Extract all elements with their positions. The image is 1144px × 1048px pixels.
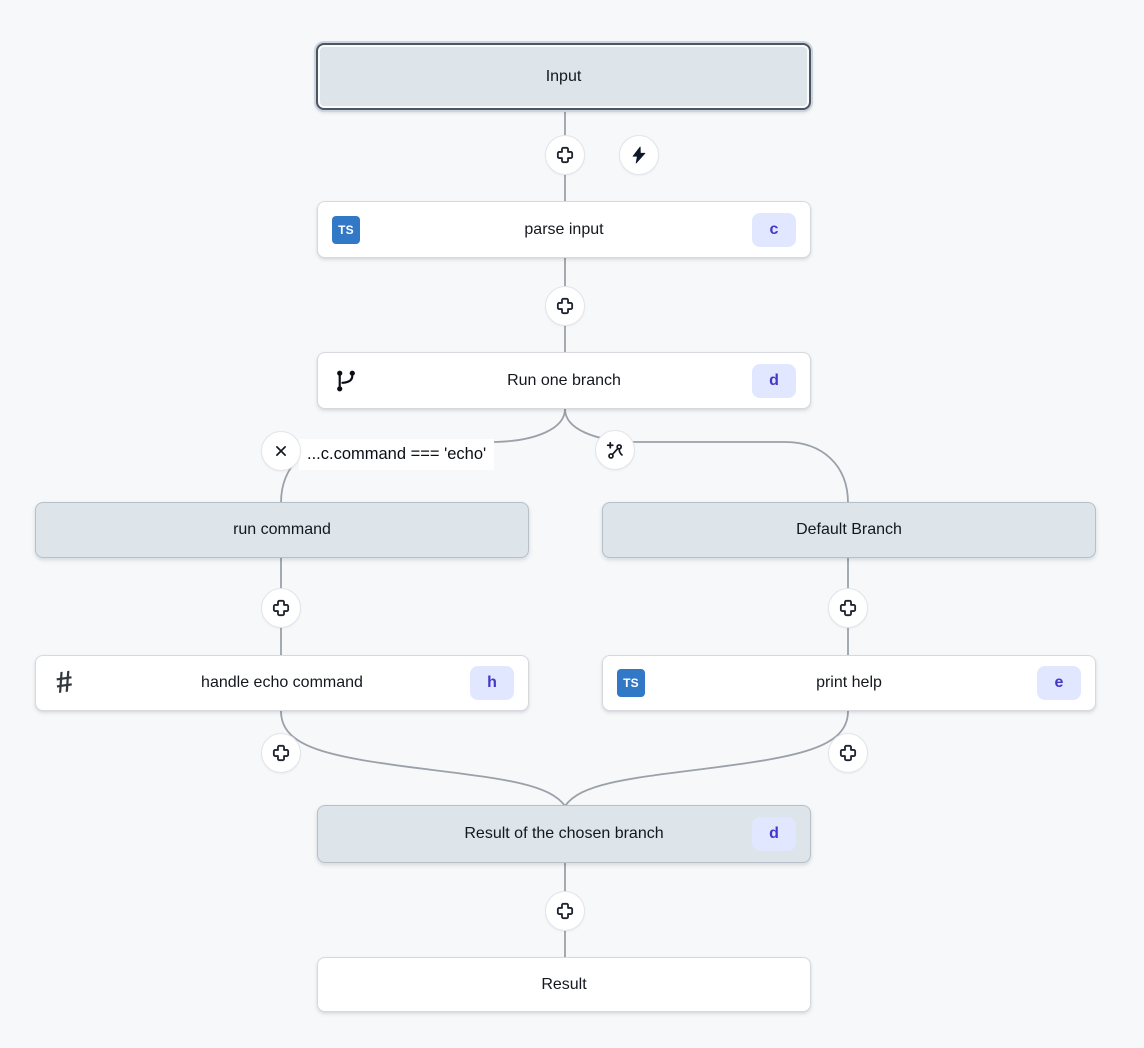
step-id-badge: h [470, 666, 514, 700]
add-step-button[interactable] [545, 891, 585, 931]
node-run-command[interactable]: run command [35, 502, 529, 558]
node-parse-input-label: parse input [524, 220, 604, 238]
add-step-button[interactable] [828, 588, 868, 628]
edge-echo-merge [280, 710, 566, 807]
git-branch-icon [332, 367, 360, 395]
node-result-of-chosen-branch-label: Result of the chosen branch [464, 825, 664, 842]
node-run-one-branch-label: Run one branch [507, 371, 621, 389]
branch-condition-label[interactable]: ...c.command === 'echo' [299, 439, 495, 470]
add-step-button[interactable] [261, 733, 301, 773]
typescript-icon: TS [617, 669, 645, 697]
step-id-badge: e [1037, 666, 1081, 700]
node-run-one-branch[interactable]: Run one branch d [317, 352, 811, 409]
add-branch-icon [606, 441, 623, 459]
edge-branch-right [564, 408, 849, 504]
node-print-help[interactable]: TS print help e [602, 655, 1096, 711]
trigger-button[interactable] [619, 135, 659, 175]
add-step-button[interactable] [828, 733, 868, 773]
node-result-of-chosen-branch[interactable]: Result of the chosen branch d [317, 805, 811, 863]
plus-icon [839, 744, 857, 762]
typescript-icon: TS [332, 215, 360, 244]
plus-icon [556, 902, 574, 920]
node-default-branch[interactable]: Default Branch [602, 502, 1096, 558]
node-input[interactable]: Input [316, 43, 811, 110]
add-branch-button[interactable] [595, 430, 635, 470]
node-result[interactable]: Result [317, 957, 811, 1012]
plus-icon [556, 146, 574, 164]
node-parse-input[interactable]: TS parse input c [317, 201, 811, 258]
plus-icon [556, 297, 574, 315]
plus-icon [272, 744, 290, 762]
hash-icon: # [53, 665, 75, 701]
node-default-branch-label: Default Branch [796, 521, 902, 538]
step-id-badge: d [752, 817, 796, 851]
add-step-button[interactable] [545, 286, 585, 326]
node-print-help-label: print help [816, 674, 882, 691]
add-step-button[interactable] [545, 135, 585, 175]
step-id-badge: c [752, 212, 796, 247]
lightning-icon [632, 146, 646, 164]
plus-icon [272, 599, 290, 617]
x-icon [276, 446, 286, 456]
node-handle-echo-command-label: handle echo command [201, 674, 363, 691]
node-run-command-label: run command [233, 521, 331, 538]
node-result-label: Result [541, 975, 587, 993]
node-input-label: Input [545, 67, 582, 85]
edge-help-merge [564, 710, 849, 807]
add-step-button[interactable] [261, 588, 301, 628]
stop-condition-button[interactable] [261, 431, 301, 471]
node-handle-echo-command[interactable]: # handle echo command h [35, 655, 529, 711]
step-id-badge: d [752, 363, 796, 398]
plus-icon [839, 599, 857, 617]
